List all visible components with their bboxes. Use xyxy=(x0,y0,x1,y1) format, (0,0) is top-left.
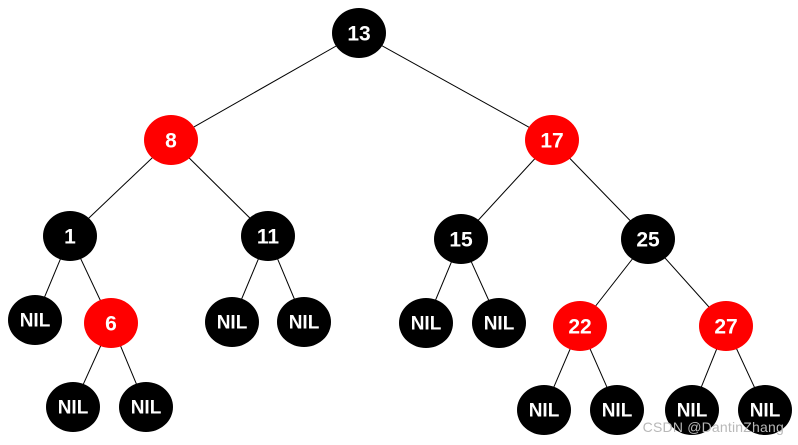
node-circle-black xyxy=(738,385,792,435)
node-label: NIL xyxy=(602,401,633,422)
node-circle-black xyxy=(517,385,571,435)
node-circle-black xyxy=(621,214,675,264)
node-label: NIL xyxy=(411,314,442,335)
tree-node-15: 15 xyxy=(434,214,488,264)
node-label: NIL xyxy=(131,398,162,419)
node-circle-black xyxy=(205,297,259,347)
node-circle-black xyxy=(434,214,488,264)
node-label: NIL xyxy=(529,401,560,422)
nil-leaf-node: NIL xyxy=(590,385,644,435)
node-circle-red xyxy=(553,301,607,351)
node-label: NIL xyxy=(58,398,89,419)
nil-leaf-node: NIL xyxy=(8,295,62,345)
node-label: 15 xyxy=(449,229,473,252)
node-circle-black xyxy=(472,298,526,348)
node-circle-red xyxy=(144,115,198,165)
tree-node-22: 22 xyxy=(553,301,607,351)
node-label: 11 xyxy=(257,226,280,249)
nil-leaf-node: NIL xyxy=(665,385,719,435)
nil-leaf-node: NIL xyxy=(399,298,453,348)
node-circle-black xyxy=(46,382,100,432)
node-circle-black xyxy=(43,211,97,261)
nil-leaf-node: NIL xyxy=(738,385,792,435)
nil-leaf-node: NIL xyxy=(119,382,173,432)
node-label: 6 xyxy=(105,313,117,336)
node-label: NIL xyxy=(20,311,51,332)
tree-node-8: 8 xyxy=(144,115,198,165)
node-label: 1 xyxy=(64,226,76,249)
nil-leaf-node: NIL xyxy=(205,297,259,347)
node-circle-black xyxy=(119,382,173,432)
node-circle-red xyxy=(525,115,579,165)
tree-node-1: 1 xyxy=(43,211,97,261)
node-label: NIL xyxy=(677,401,708,422)
node-circle-black xyxy=(332,8,386,58)
edge-n13-n17 xyxy=(358,32,553,141)
node-circle-red xyxy=(84,298,138,348)
node-label: 13 xyxy=(347,23,370,46)
node-label: 27 xyxy=(714,316,737,339)
nil-leaf-node: NIL xyxy=(277,297,331,347)
tree-node-13: 13 xyxy=(332,8,386,58)
tree-node-6: 6 xyxy=(84,298,138,348)
tree-node-17: 17 xyxy=(525,115,579,165)
tree-node-27: 27 xyxy=(699,301,753,351)
nil-leaf-node: NIL xyxy=(517,385,571,435)
node-label: NIL xyxy=(484,314,515,335)
node-label: 8 xyxy=(165,130,177,153)
tree-node-25: 25 xyxy=(621,214,675,264)
tree-node-11: 11 xyxy=(241,211,295,261)
node-label: 17 xyxy=(540,130,563,153)
node-label: 25 xyxy=(636,229,660,252)
node-circle-black xyxy=(665,385,719,435)
node-circle-black xyxy=(277,297,331,347)
edge-n13-n8 xyxy=(170,32,360,141)
node-label: NIL xyxy=(750,401,781,422)
nil-leaf-node: NIL xyxy=(472,298,526,348)
node-label: NIL xyxy=(217,313,248,334)
node-label: NIL xyxy=(289,313,320,334)
node-circle-red xyxy=(699,301,753,351)
node-circle-black xyxy=(590,385,644,435)
node-circle-black xyxy=(241,211,295,261)
nil-leaf-node: NIL xyxy=(46,382,100,432)
watermark-text: CSDN @DantinZhang xyxy=(642,419,784,435)
node-circle-black xyxy=(8,295,62,345)
node-label: 22 xyxy=(568,316,591,339)
node-circle-black xyxy=(399,298,453,348)
